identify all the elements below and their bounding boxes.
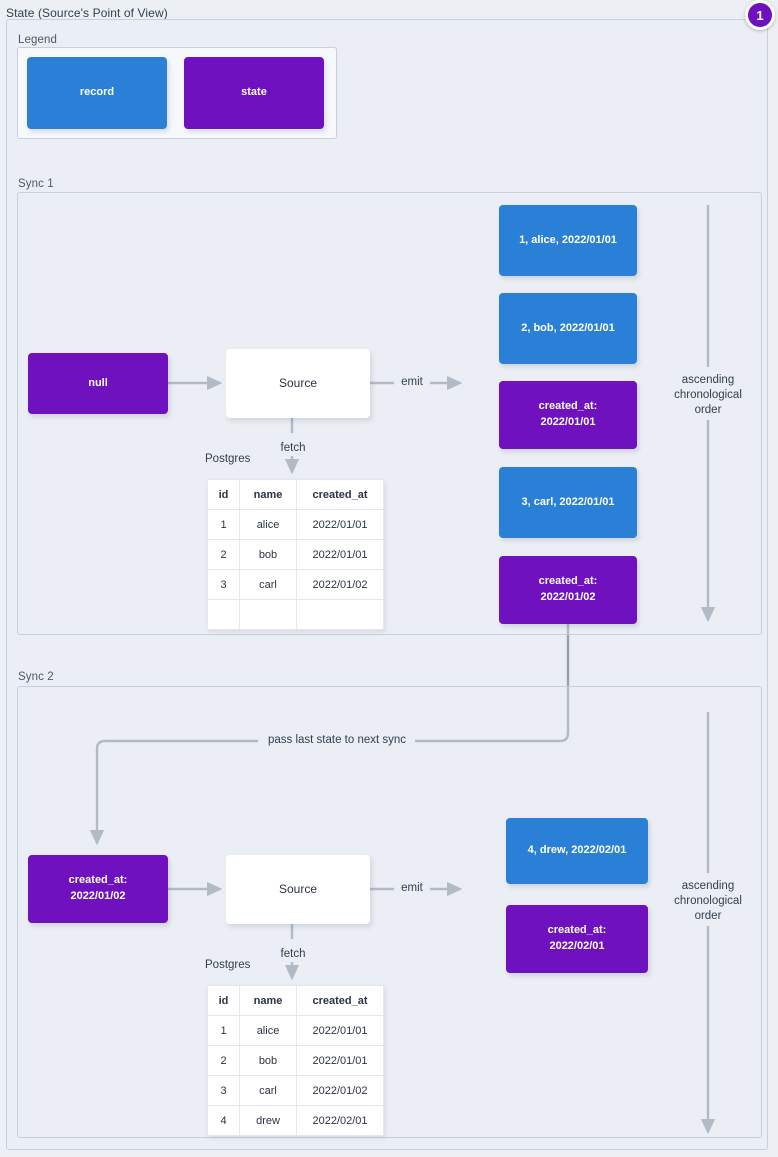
legend-item-record-label: record — [79, 86, 115, 99]
sync1-cell: 2022/01/01 — [296, 539, 384, 570]
sync1-col-id: id — [207, 479, 240, 510]
sync1-emitted-0-label: 1, alice, 2022/01/01 — [519, 233, 617, 246]
sync2-label: Sync 2 — [18, 671, 54, 683]
table-header-row: id name created_at — [207, 479, 384, 510]
table-row: 2 bob 2022/01/01 — [207, 539, 384, 570]
sync2-input-state-label: created_at: 2022/01/02 — [68, 874, 128, 902]
sync1-label: Sync 1 — [18, 178, 54, 190]
legend-item-state-label: state — [241, 86, 267, 99]
sync1-cell: 2022/01/01 — [296, 509, 384, 540]
sync1-order-label: ascending chronological order — [674, 374, 742, 417]
sync1-source-node: Source — [226, 349, 370, 418]
sync2-db-label: Postgres — [205, 959, 251, 971]
sync1-source-label: Source — [278, 375, 318, 390]
sync2-source-node: Source — [226, 855, 370, 924]
step-badge[interactable]: 1 — [745, 0, 775, 30]
sync2-cell: 2022/01/01 — [296, 1015, 384, 1046]
sync2-emitted-1-label: created_at: 2022/02/01 — [547, 924, 607, 952]
sync2-cell: 2022/01/01 — [296, 1045, 384, 1076]
sync1-cell: 1 — [207, 509, 240, 540]
sync1-col-name: name — [239, 479, 297, 510]
sync1-fetch-label: fetch — [280, 442, 306, 454]
sync2-source-label: Source — [278, 881, 318, 896]
sync1-cell: bob — [239, 539, 297, 570]
table-row: 4 drew 2022/02/01 — [207, 1105, 384, 1136]
sync1-input-state: null — [28, 353, 168, 414]
table-row: 3 carl 2022/01/02 — [207, 1075, 384, 1106]
sync1-emitted-0: 1, alice, 2022/01/01 — [499, 205, 637, 276]
sync1-cell: 3 — [207, 569, 240, 600]
sync2-input-state: created_at: 2022/01/02 — [28, 855, 168, 923]
sync1-col-created: created_at — [296, 479, 384, 510]
sync2-cell: 2022/01/02 — [296, 1075, 384, 1106]
page-title: State (Source's Point of View) — [6, 6, 168, 20]
sync2-postgres-table: id name created_at 1 alice 2022/01/01 2 … — [207, 985, 384, 1136]
sync1-emitted-3: 3, carl, 2022/01/01 — [499, 467, 637, 538]
sync1-cell — [296, 599, 384, 630]
table-row: 3 carl 2022/01/02 — [207, 569, 384, 600]
sync2-col-name: name — [239, 985, 297, 1016]
sync2-cell: 1 — [207, 1015, 240, 1046]
sync1-emitted-4-label: created_at: 2022/01/02 — [538, 575, 598, 603]
sync1-emitted-3-label: 3, carl, 2022/01/01 — [521, 495, 615, 508]
legend-item-state: state — [184, 57, 324, 129]
sync1-cell: 2022/01/02 — [296, 569, 384, 600]
table-row — [207, 599, 384, 630]
sync2-cell: 4 — [207, 1105, 240, 1136]
sync2-cell: alice — [239, 1015, 297, 1046]
sync2-order-label: ascending chronological order — [674, 880, 742, 923]
sync2-col-created: created_at — [296, 985, 384, 1016]
sync2-cell: drew — [239, 1105, 297, 1136]
sync2-cell: 3 — [207, 1075, 240, 1106]
table-row: 1 alice 2022/01/01 — [207, 1015, 384, 1046]
legend-item-record: record — [27, 57, 167, 129]
sync1-emitted-2: created_at: 2022/01/01 — [499, 381, 637, 449]
sync2-cell: 2 — [207, 1045, 240, 1076]
sync2-col-id: id — [207, 985, 240, 1016]
table-header-row: id name created_at — [207, 985, 384, 1016]
sync1-emitted-2-label: created_at: 2022/01/01 — [538, 400, 598, 428]
sync2-emitted-0: 4, drew, 2022/02/01 — [506, 818, 648, 884]
table-row: 2 bob 2022/01/01 — [207, 1045, 384, 1076]
sync2-cell: carl — [239, 1075, 297, 1106]
legend-label: Legend — [18, 34, 57, 46]
sync1-cell — [239, 599, 297, 630]
sync1-cell — [207, 599, 240, 630]
sync1-emitted-4: created_at: 2022/01/02 — [499, 556, 637, 624]
sync2-pass-state-label: pass last state to next sync — [267, 734, 407, 746]
sync1-emit-label: emit — [401, 376, 423, 388]
sync2-fetch-label: fetch — [280, 948, 306, 960]
sync1-emitted-1-label: 2, bob, 2022/01/01 — [521, 321, 615, 334]
sync2-emitted-0-label: 4, drew, 2022/02/01 — [527, 844, 627, 857]
sync1-input-state-label: null — [88, 376, 108, 389]
sync1-cell: alice — [239, 509, 297, 540]
table-row: 1 alice 2022/01/01 — [207, 509, 384, 540]
sync1-postgres-table: id name created_at 1 alice 2022/01/01 2 … — [207, 479, 384, 630]
sync2-emit-label: emit — [401, 882, 423, 894]
sync1-emitted-1: 2, bob, 2022/01/01 — [499, 293, 637, 364]
sync1-db-label: Postgres — [205, 453, 251, 465]
sync2-emitted-1: created_at: 2022/02/01 — [506, 905, 648, 973]
sync2-cell: bob — [239, 1045, 297, 1076]
sync2-cell: 2022/02/01 — [296, 1105, 384, 1136]
sync1-cell: carl — [239, 569, 297, 600]
sync1-cell: 2 — [207, 539, 240, 570]
